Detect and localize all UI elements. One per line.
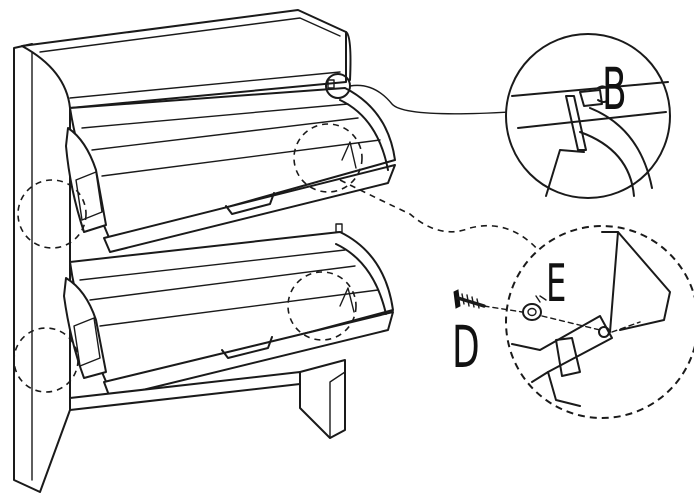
plinth: [299, 359, 346, 439]
lower-flap-front: [103, 311, 394, 399]
detail-circle-right-upper: [293, 123, 363, 193]
screw-hole: [598, 326, 610, 338]
hinge-mark-lower: [335, 223, 343, 233]
callout-b-leader-line: [349, 84, 511, 115]
label-e: E: [546, 254, 567, 314]
detail-circle-left-upper: [17, 179, 87, 249]
cam-lock-e: [522, 303, 542, 321]
upper-left-bracket: [65, 127, 107, 233]
hinge-mark-upper: [327, 79, 335, 89]
bottom-base: [69, 371, 301, 411]
label-d: D: [452, 313, 480, 381]
callout-b: [325, 33, 671, 199]
callout-de-zoom-circle: [505, 225, 694, 419]
detail-circle-right-lower: [287, 271, 357, 341]
upper-flap-drawer: [65, 87, 396, 253]
left-side-panel: [13, 43, 71, 493]
callout-b-zoom-circle: [505, 33, 671, 199]
callout-de: [505, 225, 694, 419]
top-board: [21, 9, 347, 109]
callout-de-leader-dash: [339, 179, 541, 253]
screw-d: [453, 289, 523, 313]
detail-circle-left-lower: [13, 327, 79, 393]
cabinet-body: [13, 9, 352, 493]
lower-left-bracket: [63, 277, 107, 379]
label-b: B: [602, 55, 627, 123]
lower-flap-drawer: [63, 231, 394, 399]
